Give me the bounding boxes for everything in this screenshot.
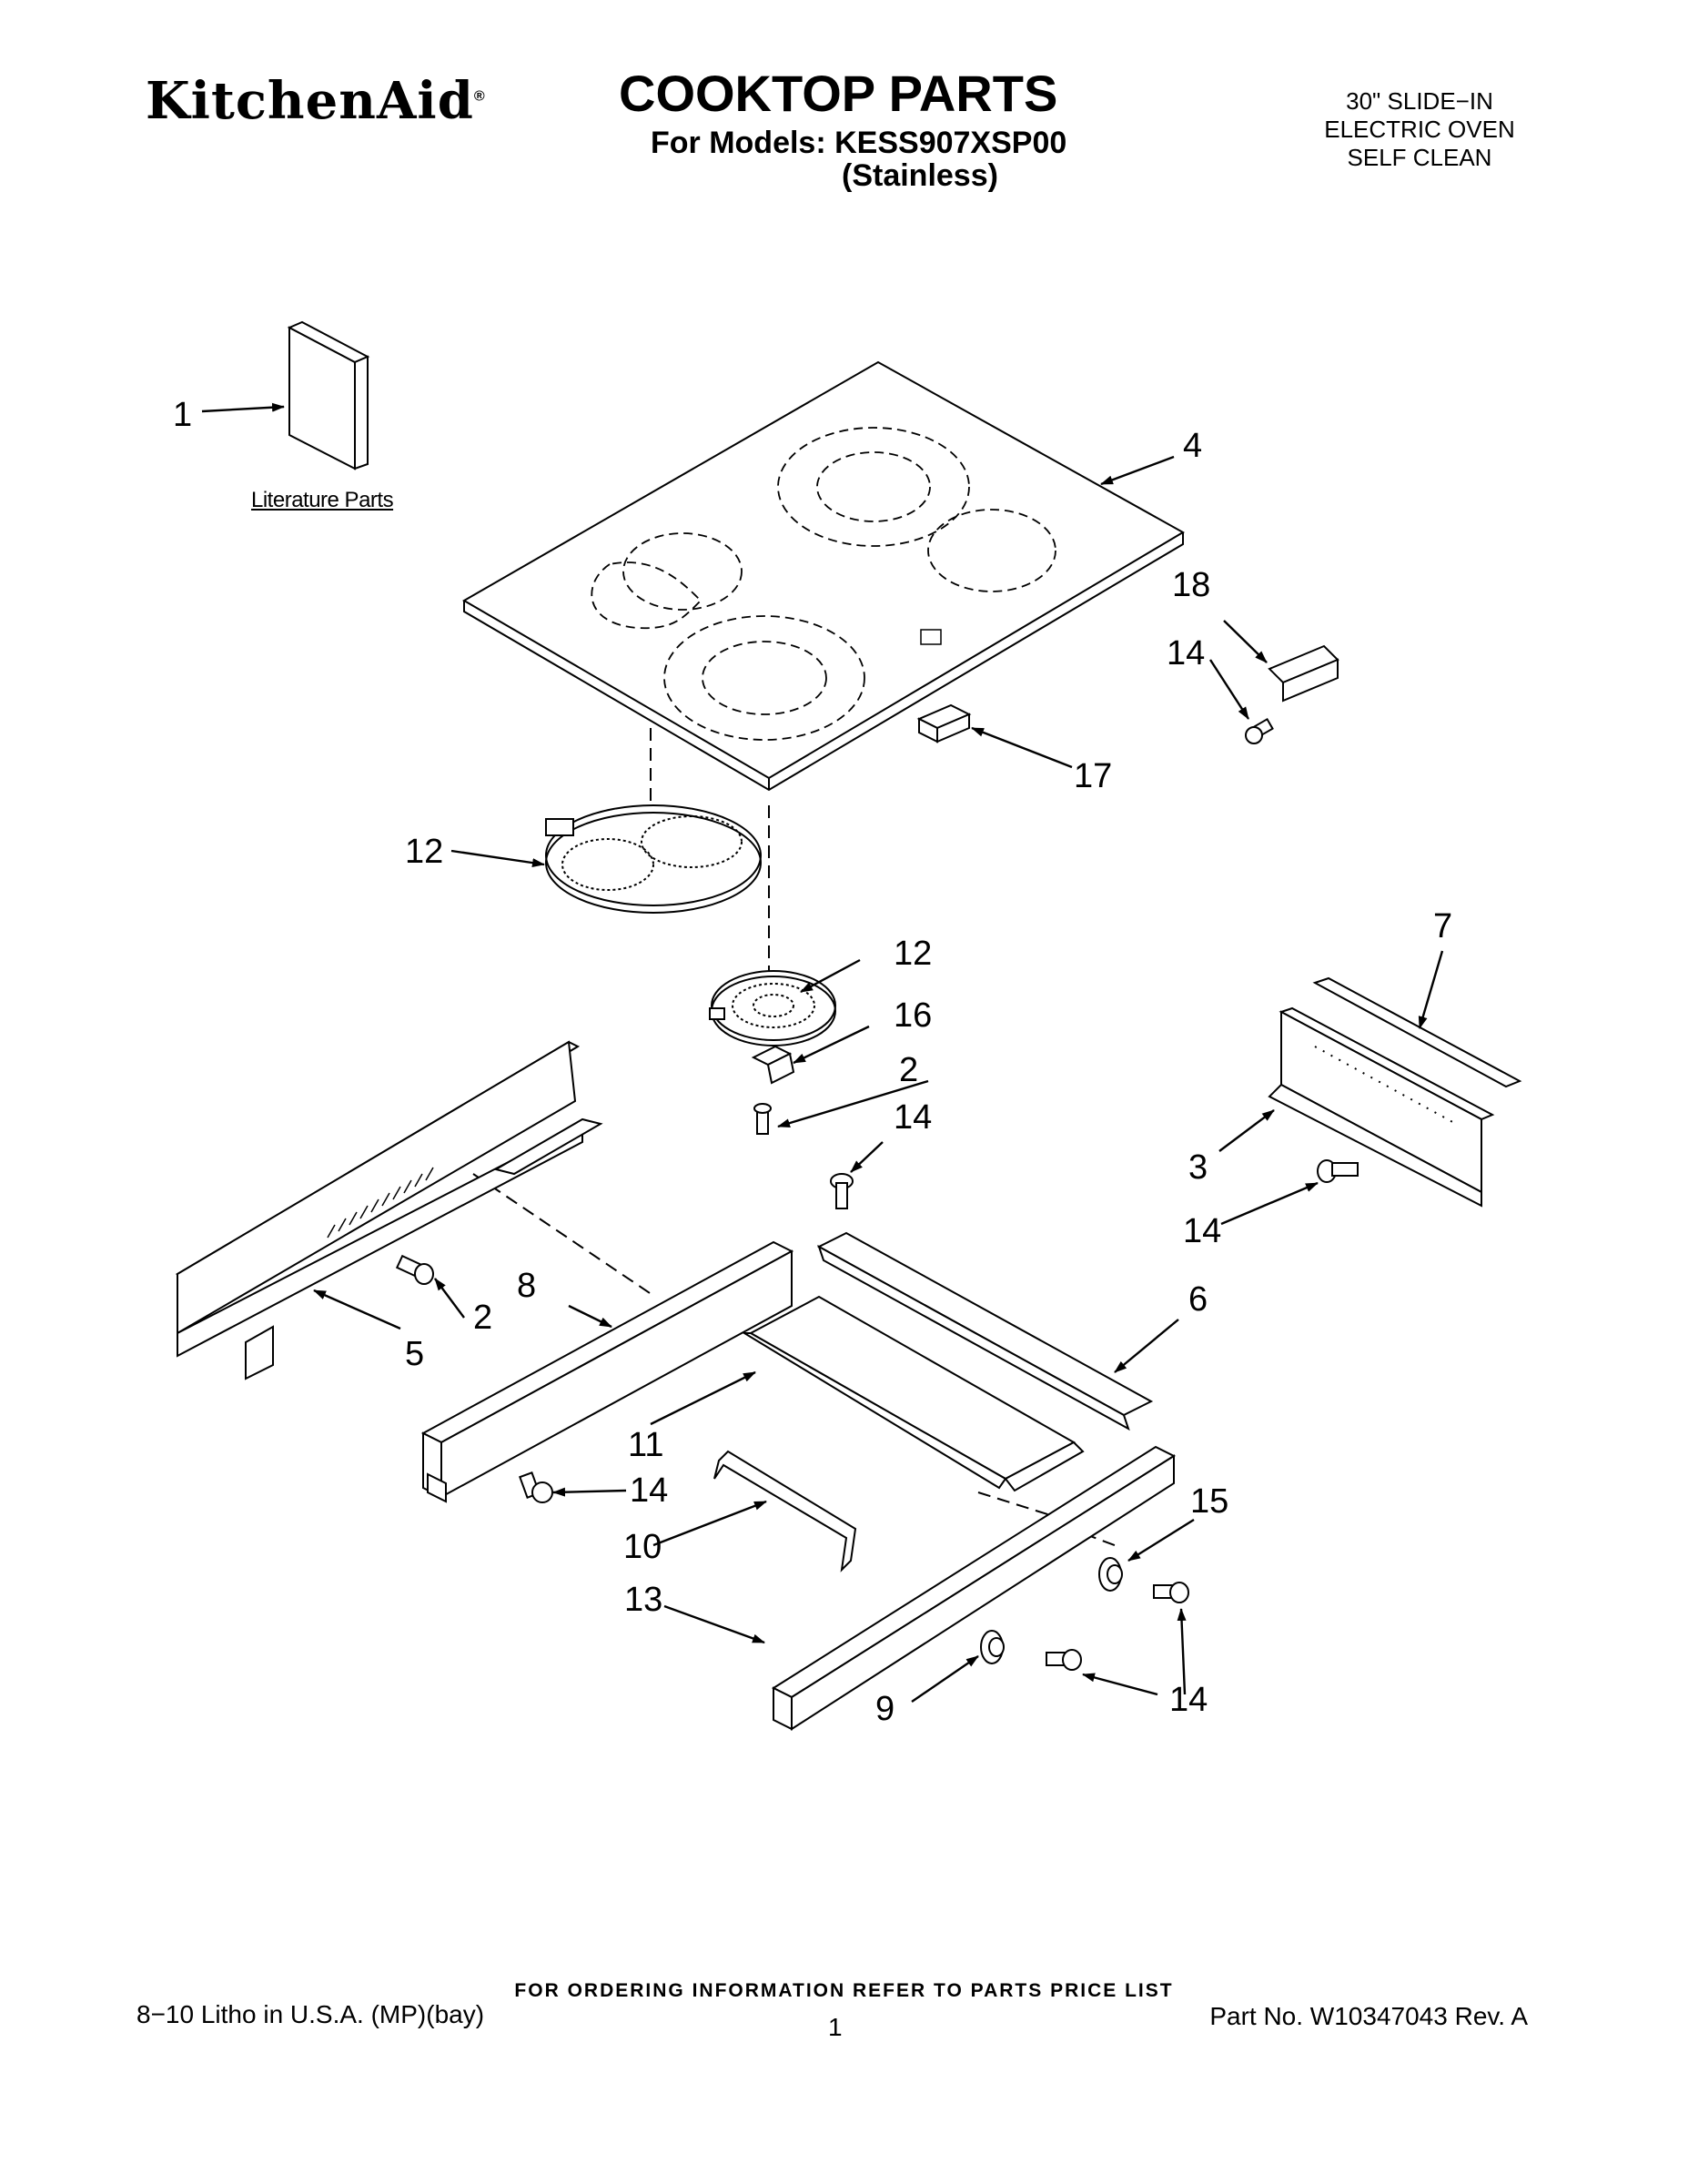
callout-7: 7 [1433,907,1452,945]
spec-line: 30" SLIDE−IN [1346,87,1493,115]
page-number: 1 [828,2013,843,2041]
screw-14-top-right [1245,717,1274,744]
oval-element-12 [545,804,762,914]
cooktop-glass [462,360,1186,792]
handle-10 [713,1450,857,1572]
bolt-14-mount-9 [1046,1649,1082,1671]
callout-14: 14 [1183,1212,1221,1250]
screw-2-center [753,1103,772,1135]
literature-parts-label: Literature Parts [251,488,394,512]
spec-line: ELECTRIC OVEN [1324,116,1515,143]
model-finish: (Stainless) [842,158,998,193]
callout-15: 15 [1190,1482,1228,1521]
mount-15 [1098,1557,1123,1592]
callout-14: 14 [630,1471,668,1510]
clip-16 [751,1045,795,1085]
callout-labels: 1 4 18 14 17 12 12 16 2 14 7 3 14 8 2 5 … [173,396,1452,1728]
brand-logo: KitchenAid® [146,71,486,131]
spec-line: SELF CLEAN [1347,144,1492,171]
part-number: Part No. W10347043 Rev. A [1209,2002,1528,2030]
callout-8: 8 [517,1267,536,1305]
callout-14: 14 [1169,1681,1208,1719]
bolt-14-center [830,1173,854,1209]
print-info: 8−10 Litho in U.S.A. (MP)(bay) [136,2000,485,2028]
appliance-spec: 30" SLIDE−IN ELECTRIC OVEN SELF CLEAN [1310,87,1529,172]
model-number: For Models: KESS907XSP00 [651,126,1067,160]
bolt-14-mount-15 [1153,1582,1189,1603]
callout-14: 14 [1167,634,1205,672]
callout-5: 5 [405,1335,424,1373]
callout-6: 6 [1188,1280,1208,1319]
callout-10: 10 [623,1528,662,1566]
bolt-2-left [395,1254,434,1285]
page-title: COOKTOP PARTS [619,65,1058,122]
bolt-14-right [1317,1159,1359,1183]
callout-16: 16 [894,996,932,1035]
callout-14: 14 [894,1098,932,1137]
front-rail-6 [816,1231,1154,1431]
callout-18: 18 [1172,566,1210,604]
left-rail-8 [420,1240,794,1503]
callout-arrows [201,402,1444,1703]
callout-9: 9 [875,1690,895,1728]
ordering-note: FOR ORDERING INFORMATION REFER TO PARTS … [514,1980,1174,2001]
literature-booklet [287,320,370,470]
callout-2: 2 [473,1299,492,1337]
strip-7 [1312,976,1522,1088]
rear-bracket-3 [1268,1006,1495,1208]
support-11 [741,1295,1085,1492]
callout-12: 12 [894,935,932,973]
mount-9 [980,1630,1005,1664]
callout-4: 4 [1183,427,1202,465]
bracket-18 [1268,644,1339,703]
callout-17: 17 [1074,757,1112,795]
callout-1: 1 [173,396,192,434]
bolt-14-left-rail [519,1471,553,1503]
terminal-block-17 [916,703,972,743]
callout-13: 13 [624,1581,662,1619]
alignment-lines [472,728,1120,1548]
callout-2: 2 [899,1051,918,1089]
front-channel-13 [771,1445,1177,1731]
round-element-12 [709,970,836,1046]
side-bracket-5 [175,1040,603,1380]
callout-12: 12 [405,833,443,871]
callout-3: 3 [1188,1148,1208,1187]
callout-11: 11 [628,1426,663,1464]
